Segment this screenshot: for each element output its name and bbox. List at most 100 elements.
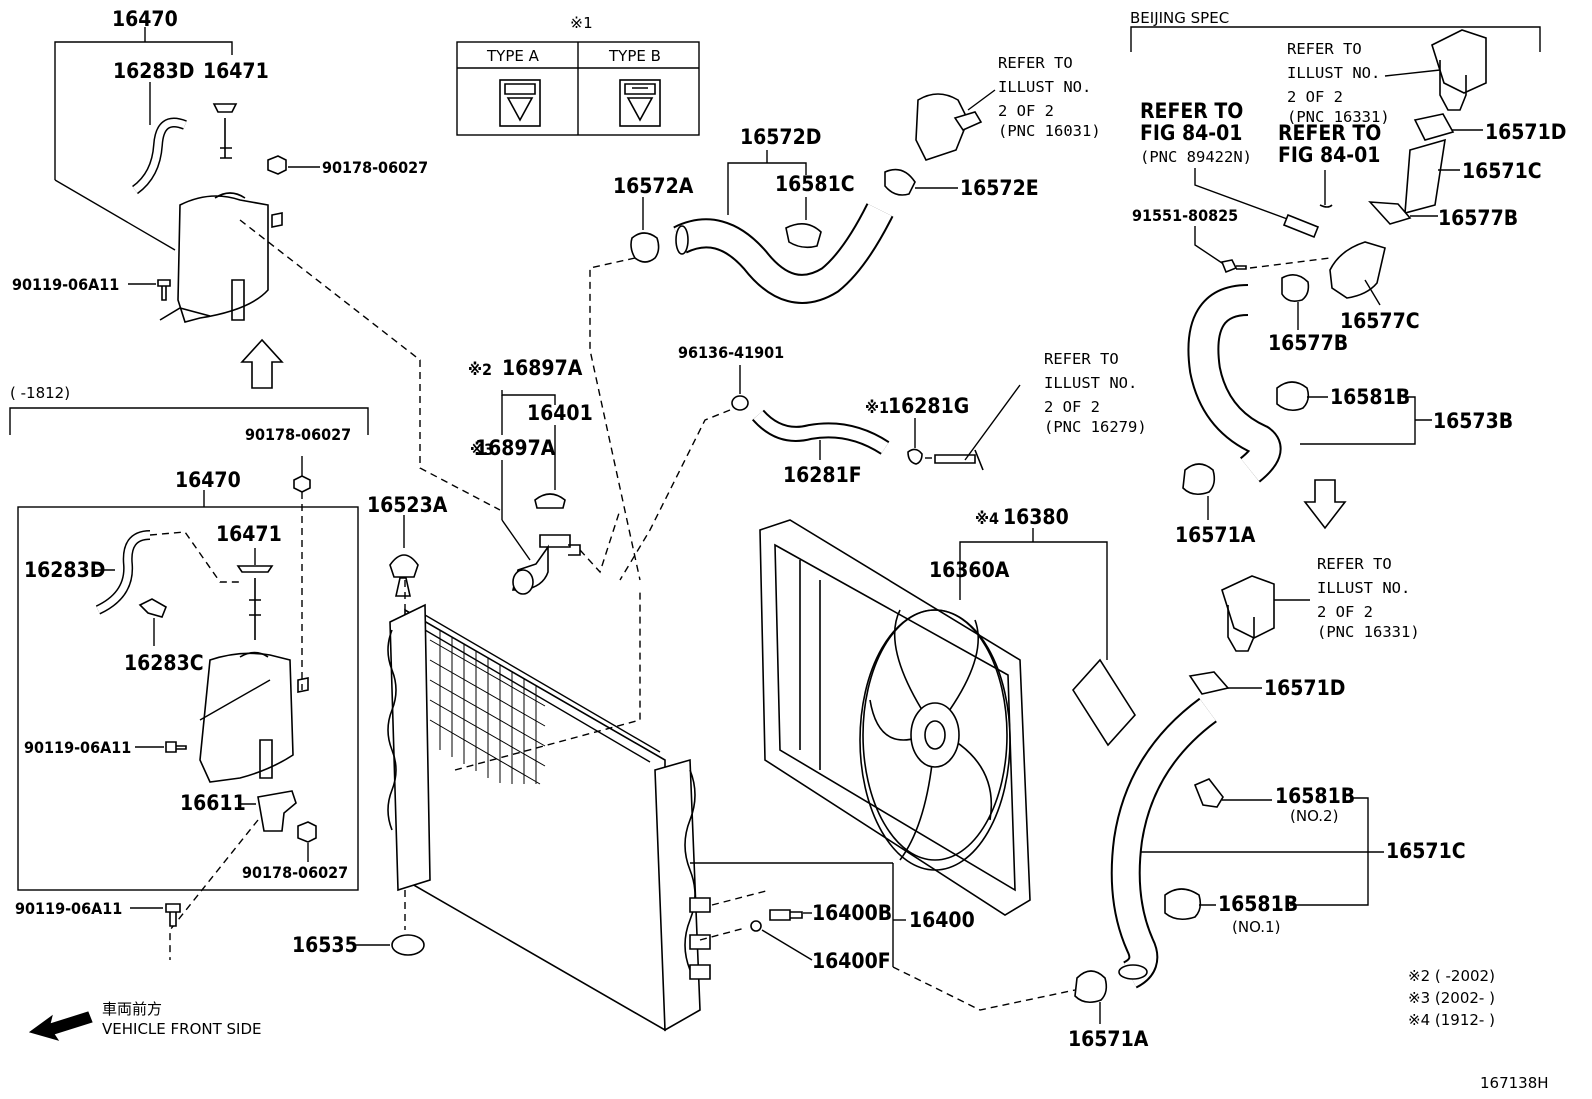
- label-16401: 16401: [527, 401, 593, 425]
- footnote-2: ※2 ( -2002): [1408, 967, 1495, 985]
- upper-refer-3: 2 OF 2: [998, 102, 1054, 120]
- box-range: ( -1812): [10, 384, 70, 402]
- bypass-refer-3: 2 OF 2: [1044, 398, 1100, 416]
- fan-resistor-16380: [1071, 658, 1137, 747]
- beijing-spec-group: BEIJING SPEC REFER TO ILLUST NO. 2 OF 2 …: [1130, 9, 1566, 547]
- type-legend: ※1 TYPE A TYPE B: [456, 14, 700, 136]
- label-16573B: 16573B: [1433, 409, 1513, 433]
- front-arrow-icon: [28, 1011, 93, 1041]
- beijing-refer-b1: REFER TO: [1140, 99, 1243, 123]
- label-16571C-top: 16571C: [1462, 159, 1542, 183]
- label-16577C: 16577C: [1340, 309, 1420, 333]
- reservoir-assembly-box: ( -1812) 90178-06027 16470 16471 16283D …: [9, 384, 369, 960]
- beijing-refer-b2: FIG 84-01: [1140, 121, 1242, 145]
- label-90178-box-top: 90178-06027: [245, 425, 351, 444]
- label-16581B-no1: 16581B: [1218, 892, 1298, 916]
- footnote-3: ※3 (2002- ): [1408, 989, 1495, 1007]
- beijing-refer-a2: ILLUST NO.: [1287, 64, 1380, 82]
- down-arrow-icon: [1303, 479, 1347, 530]
- reservoir-assembly-top: 16470 16283D 16471 90178-06027 90119-06A…: [12, 7, 428, 389]
- label-91551: 91551-80825: [1132, 206, 1238, 225]
- mark-4: ※4: [975, 509, 999, 528]
- label-16571C-bot: 16571C: [1386, 839, 1466, 863]
- label-90119-box: 90119-06A11: [24, 738, 131, 757]
- label-16380: 16380: [1003, 505, 1069, 529]
- label-16400: 16400: [909, 908, 975, 932]
- label-90119-out: 90119-06A11: [15, 899, 122, 918]
- type-a-label: TYPE A: [486, 47, 540, 65]
- label-16571A-top: 16571A: [1175, 523, 1256, 547]
- label-96136: 96136-41901: [678, 343, 784, 362]
- bypass-refer-4: (PNC 16279): [1044, 418, 1147, 436]
- up-arrow-icon: [240, 338, 284, 389]
- diagram-code: 167138H: [1480, 1074, 1549, 1092]
- radiator-cap-group: ※2 16897A 16401 ※3 16897A: [468, 356, 621, 595]
- beijing-refer-a1: REFER TO: [1287, 40, 1362, 58]
- label-90178-box-bot: 90178-06027: [242, 863, 348, 882]
- label-16281F: 16281F: [783, 463, 862, 487]
- label-16535: 16535: [292, 933, 358, 957]
- bypass-hose-group: 96136-41901 16281F ※1 16281G REFER TO IL…: [619, 343, 1147, 581]
- label-16283C: 16283C: [124, 651, 204, 675]
- label-no1: (NO.1): [1232, 918, 1280, 936]
- label-16572E: 16572E: [960, 176, 1039, 200]
- lower-refer-3: 2 OF 2: [1317, 603, 1373, 621]
- label-16577B-1: 16577B: [1438, 206, 1518, 230]
- front-label-jp: 車両前方: [102, 1000, 162, 1018]
- footnote-4: ※4 (1912- ): [1408, 1011, 1495, 1029]
- label-90119-top: 90119-06A11: [12, 275, 119, 294]
- label-16572D: 16572D: [740, 125, 821, 149]
- lower-hose-group: REFER TO ILLUST NO. 2 OF 2 (PNC 16331) 1…: [1068, 555, 1466, 1051]
- beijing-refer-c1: REFER TO: [1278, 121, 1381, 145]
- type-b-icon: [619, 79, 661, 127]
- label-16471: 16471: [203, 59, 269, 83]
- label-16523A: 16523A: [367, 493, 448, 517]
- label-16400F: 16400F: [812, 949, 891, 973]
- bolt-90119-outside: 90119-06A11: [15, 899, 181, 927]
- label-16581C: 16581C: [775, 172, 855, 196]
- cushion-16535: [391, 934, 425, 956]
- beijing-refer-a4: (PNC 16331): [1287, 108, 1390, 126]
- type-b-label: TYPE B: [608, 47, 661, 65]
- mark-3: ※3: [470, 440, 494, 459]
- beijing-title: BEIJING SPEC: [1130, 9, 1229, 27]
- label-16283D-box: 16283D: [24, 558, 105, 582]
- cushion-16523A: [389, 554, 419, 578]
- label-16571A-bot: 16571A: [1068, 1027, 1149, 1051]
- label-16471-box: 16471: [216, 522, 282, 546]
- label-16611: 16611: [180, 791, 246, 815]
- type-mark: ※1: [570, 14, 592, 32]
- label-16897A-2: 16897A: [475, 436, 556, 460]
- label-16283D: 16283D: [113, 59, 194, 83]
- label-16571D-bot: 16571D: [1264, 676, 1345, 700]
- label-16581B-no2: 16581B: [1275, 784, 1355, 808]
- bypass-refer-2: ILLUST NO.: [1044, 374, 1137, 392]
- upper-hose-group: 16572A 16572D 16581C 16572E REFER TO ILL…: [589, 54, 1101, 581]
- label-no2: (NO.2): [1290, 807, 1338, 825]
- mark-2: ※2: [468, 360, 492, 379]
- label-16581B-top: 16581B: [1330, 385, 1410, 409]
- label-16360A: 16360A: [929, 558, 1010, 582]
- type-a-icon: [499, 79, 541, 127]
- upper-refer-4: (PNC 16031): [998, 122, 1101, 140]
- front-label-en: VEHICLE FRONT SIDE: [102, 1020, 262, 1038]
- vehicle-front-indicator: 車両前方 VEHICLE FRONT SIDE: [28, 1000, 262, 1041]
- upper-refer-2: ILLUST NO.: [998, 78, 1091, 96]
- label-90178-top: 90178-06027: [322, 158, 428, 177]
- radiator-core: 16523A 16535 16400B 16400 16400F: [292, 493, 1076, 1032]
- label-16577B-2: 16577B: [1268, 331, 1348, 355]
- label-16897A-1: 16897A: [502, 356, 583, 380]
- upper-refer-1: REFER TO: [998, 54, 1073, 72]
- bypass-refer-1: REFER TO: [1044, 350, 1119, 368]
- beijing-refer-b3: (PNC 89422N): [1140, 148, 1252, 166]
- mark-1: ※1: [865, 398, 889, 417]
- fan-shroud-group: ※4 16380 16360A: [759, 505, 1137, 916]
- label-16470-box: 16470: [175, 468, 241, 492]
- label-16571D-top: 16571D: [1485, 120, 1566, 144]
- footnotes: ※2 ( -2002) ※3 (2002- ) ※4 (1912- ) 1671…: [1408, 967, 1549, 1092]
- label-16572A: 16572A: [613, 174, 694, 198]
- lower-refer-2: ILLUST NO.: [1317, 579, 1410, 597]
- beijing-refer-a3: 2 OF 2: [1287, 88, 1343, 106]
